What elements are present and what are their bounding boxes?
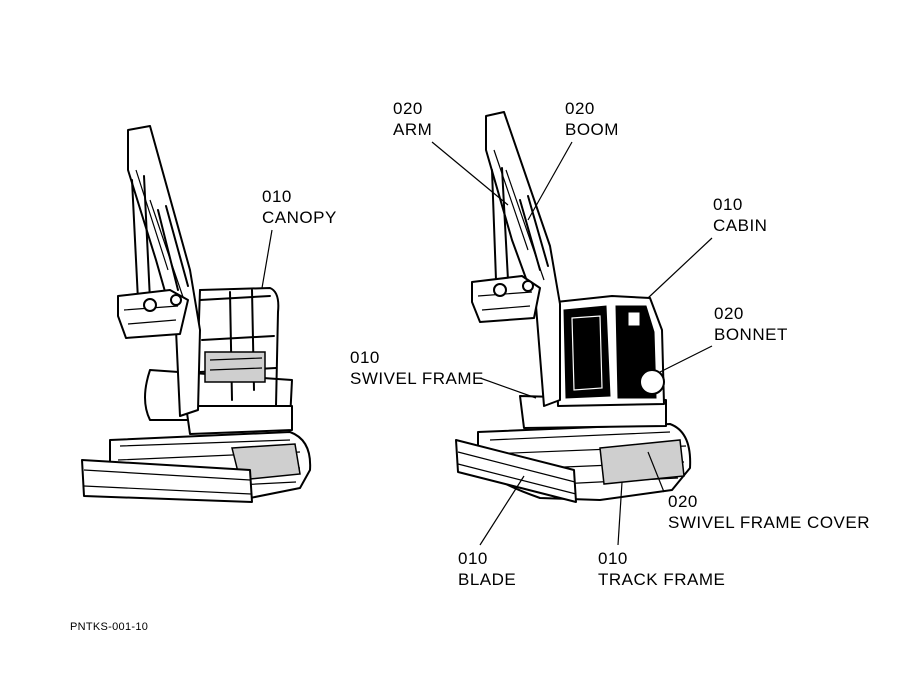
right-boom — [485, 111, 561, 407]
label-bonnet: 020 BONNET — [714, 303, 788, 345]
label-bonnet-code: 020 — [714, 304, 744, 323]
label-boom-code: 020 — [565, 99, 595, 118]
figure-id: PNTKS-001-10 — [70, 621, 149, 633]
label-track-frame-code: 010 — [598, 549, 628, 568]
label-track-frame: 010 TRACK FRAME — [598, 548, 725, 590]
label-blade: 010 BLADE — [458, 548, 516, 590]
label-swivel-frame: 010 SWIVEL FRAME — [350, 347, 484, 389]
label-canopy: 010 CANOPY — [262, 186, 337, 228]
leader-lines — [261, 141, 713, 546]
label-canopy-code: 010 — [262, 187, 292, 206]
label-boom: 020 BOOM — [565, 98, 619, 140]
label-swivel-frame-code: 010 — [350, 348, 380, 367]
excavator-canopy-illustration — [81, 125, 312, 503]
label-arm-name: ARM — [393, 120, 433, 139]
label-cabin: 010 CABIN — [713, 194, 767, 236]
label-track-frame-name: TRACK FRAME — [598, 570, 726, 589]
label-canopy-name: CANOPY — [262, 208, 337, 227]
label-blade-name: BLADE — [458, 570, 517, 589]
label-boom-name: BOOM — [565, 120, 619, 139]
label-cabin-name: CABIN — [713, 216, 768, 235]
label-swivel-frame-cover: 020 SWIVEL FRAME COVER — [668, 491, 870, 533]
label-swivel-frame-name: SWIVEL FRAME — [350, 369, 484, 388]
excavator-cabin-illustration — [455, 111, 692, 503]
label-arm-code: 020 — [393, 99, 423, 118]
label-cabin-code: 010 — [713, 195, 743, 214]
label-blade-code: 010 — [458, 549, 488, 568]
label-bonnet-name: BONNET — [714, 325, 788, 344]
label-swivel-frame-cover-code: 020 — [668, 492, 698, 511]
label-arm: 020 ARM — [393, 98, 432, 140]
label-swivel-frame-cover-name: SWIVEL FRAME COVER — [668, 513, 871, 532]
